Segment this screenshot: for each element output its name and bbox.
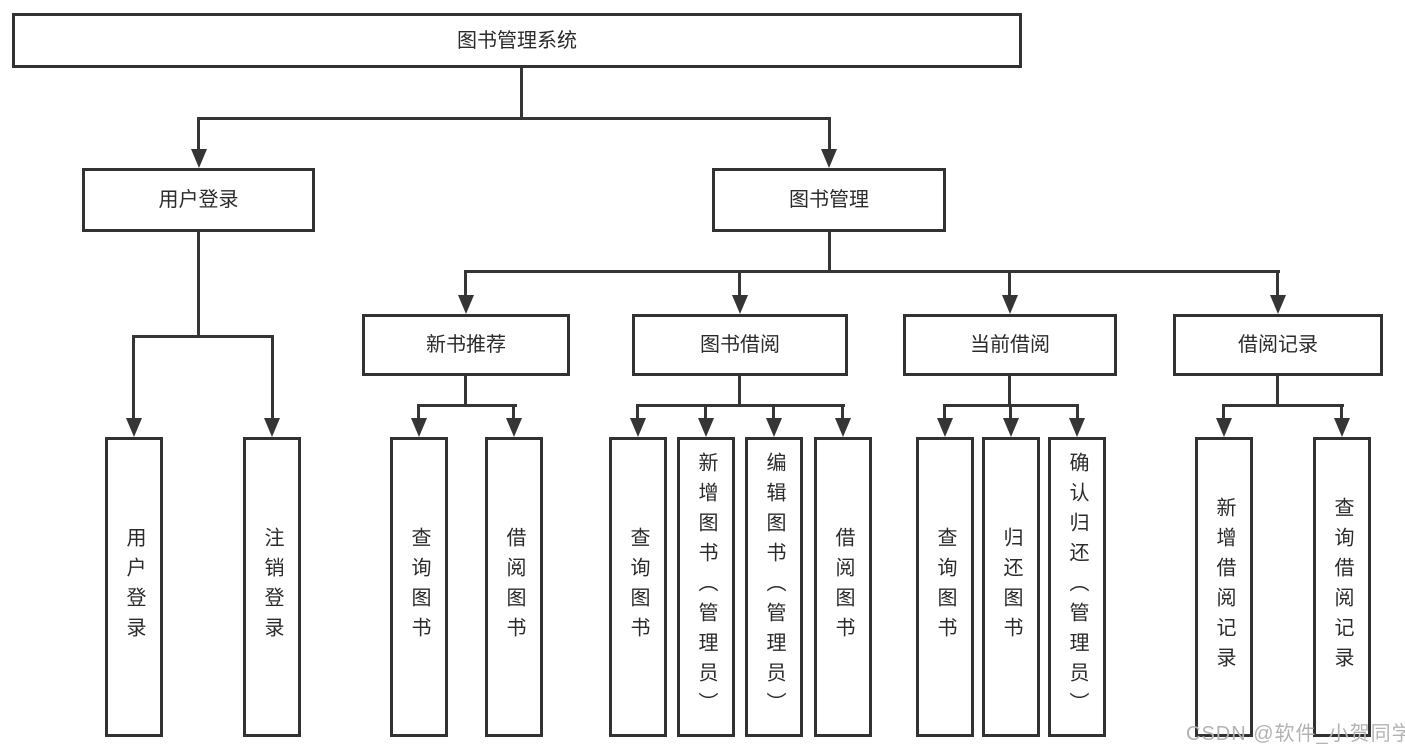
leaf-borrow-books-borrowing: 借阅图书	[814, 437, 872, 737]
arrowhead-down-icon	[937, 418, 953, 437]
connector-line	[828, 117, 831, 151]
leaf-edit-books-admin: 编辑图书（管理员）	[745, 437, 803, 737]
connector-line	[464, 376, 467, 407]
node-new-book-recommendation: 新书推荐	[362, 314, 570, 376]
connector-line	[704, 404, 707, 420]
node-user-login: 用户登录	[82, 168, 315, 232]
connector-line	[197, 232, 200, 338]
leaf-query-books-current: 查询图书	[916, 437, 974, 737]
arrowhead-down-icon	[698, 418, 714, 437]
connector-line	[1276, 270, 1279, 296]
arrowhead-down-icon	[506, 418, 522, 437]
connector-line	[520, 68, 523, 118]
connector-line	[417, 404, 517, 407]
leaf-confirm-return-admin: 确认归还（管理员）	[1048, 437, 1106, 737]
arrowhead-down-icon	[1002, 295, 1018, 314]
connector-line	[636, 404, 845, 407]
leaf-return-books: 归还图书	[982, 437, 1040, 737]
arrowhead-down-icon	[191, 149, 207, 168]
connector-line	[464, 270, 1280, 273]
connector-line	[738, 270, 741, 296]
node-book-borrowing: 图书借阅	[632, 314, 848, 376]
connector-line	[636, 404, 639, 420]
connector-line	[738, 376, 741, 407]
leaf-logout: 注销登录	[243, 437, 301, 737]
arrowhead-down-icon	[126, 418, 142, 437]
arrowhead-down-icon	[264, 418, 280, 437]
connector-line	[1222, 404, 1225, 420]
arrowhead-down-icon	[1069, 418, 1085, 437]
leaf-add-borrow-record: 新增借阅记录	[1195, 437, 1253, 737]
connector-line	[772, 404, 775, 420]
arrowhead-down-icon	[1003, 418, 1019, 437]
connector-line	[197, 117, 831, 120]
arrowhead-down-icon	[732, 295, 748, 314]
connector-line	[1008, 270, 1011, 296]
connector-line	[943, 404, 946, 420]
connector-line	[1276, 376, 1279, 407]
connector-line	[512, 404, 515, 420]
arrowhead-down-icon	[835, 418, 851, 437]
leaf-query-books-borrowing: 查询图书	[609, 437, 667, 737]
arrowhead-down-icon	[1334, 418, 1350, 437]
connector-line	[1009, 404, 1012, 420]
node-library-management-system: 图书管理系统	[12, 13, 1022, 68]
connector-line	[197, 117, 200, 151]
connector-line	[1076, 404, 1079, 420]
arrowhead-down-icon	[1270, 295, 1286, 314]
connector-line	[841, 404, 844, 420]
connector-line	[1340, 404, 1343, 420]
csdn-watermark: CSDN @软件_小贺同学	[1186, 723, 1405, 745]
node-borrowing-records: 借阅记录	[1173, 314, 1383, 376]
arrowhead-down-icon	[458, 295, 474, 314]
connector-line	[1008, 376, 1011, 407]
leaf-borrow-books-recommend: 借阅图书	[485, 437, 543, 737]
leaf-user-login: 用户登录	[105, 437, 163, 737]
connector-line	[464, 270, 467, 296]
arrowhead-down-icon	[630, 418, 646, 437]
leaf-add-books-admin: 新增图书（管理员）	[677, 437, 735, 737]
connector-line	[1222, 404, 1344, 407]
arrowhead-down-icon	[411, 418, 427, 437]
leaf-query-books-recommend: 查询图书	[390, 437, 448, 737]
node-book-management: 图书管理	[712, 168, 946, 232]
arrowhead-down-icon	[821, 149, 837, 168]
connector-line	[271, 335, 274, 420]
arrowhead-down-icon	[766, 418, 782, 437]
connector-line	[132, 335, 274, 338]
connector-line	[828, 232, 831, 273]
leaf-query-borrow-record: 查询借阅记录	[1313, 437, 1371, 737]
arrowhead-down-icon	[1216, 418, 1232, 437]
node-current-borrowing: 当前借阅	[903, 314, 1117, 376]
connector-line	[417, 404, 420, 420]
connector-line	[132, 335, 135, 420]
